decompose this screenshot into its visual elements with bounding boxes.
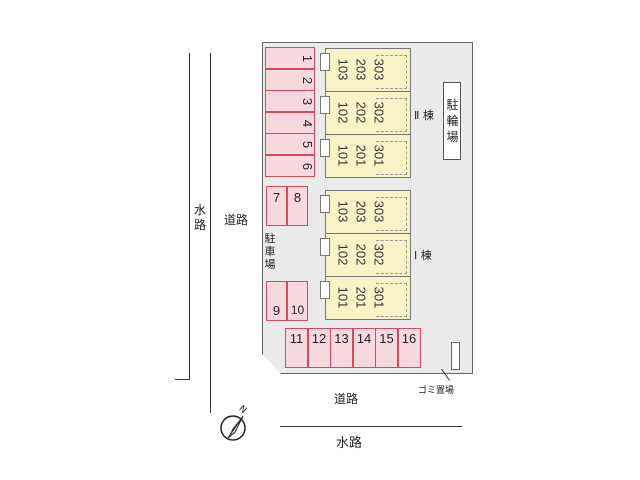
stair-outline xyxy=(376,98,407,132)
stair-outline xyxy=(376,240,407,274)
unit-number: 101 xyxy=(335,286,351,309)
unit-number: 202 xyxy=(353,243,369,266)
stair-outline xyxy=(376,141,407,175)
entrance-marker xyxy=(320,139,330,157)
entrance-marker xyxy=(320,281,330,299)
parking-slot-9[interactable]: 9 xyxy=(266,281,287,321)
entrance-marker xyxy=(320,238,330,256)
parking-slot-3[interactable]: 3 xyxy=(265,90,315,112)
unit-number: 301 xyxy=(371,144,387,167)
parking-slot-1[interactable]: 1 xyxy=(265,47,315,69)
unit-number: 102 xyxy=(335,101,351,124)
parking-label-11: 11 xyxy=(289,331,304,346)
parking-slot-16[interactable]: 16 xyxy=(397,328,421,368)
entrance-marker xyxy=(320,195,330,213)
parking-slot-14[interactable]: 14 xyxy=(352,328,376,368)
building-1-label: Ⅰ 棟 xyxy=(414,249,432,262)
parking-label-1: 1 xyxy=(299,54,315,63)
parking-label-8: 8 xyxy=(293,190,302,205)
entrance-marker xyxy=(320,96,330,114)
unit-number: 303 xyxy=(371,200,387,223)
parking-label-6: 6 xyxy=(299,162,315,170)
car-parking-label: 駐車場 xyxy=(264,232,276,271)
parking-slot-4[interactable]: 4 xyxy=(265,111,315,134)
parking-label-9: 9 xyxy=(272,303,281,318)
parking-label-10: 10 xyxy=(290,303,305,317)
parking-label-3: 3 xyxy=(299,97,315,106)
parking-label-16: 16 xyxy=(401,331,417,346)
parking-slot-6[interactable]: 6 xyxy=(265,154,315,177)
garbage-label: ゴミ置場 xyxy=(418,386,455,396)
parking-label-14: 14 xyxy=(356,331,372,346)
parking-slot-8[interactable]: 8 xyxy=(287,186,308,226)
unit-number: 302 xyxy=(371,101,387,124)
unit-number: 301 xyxy=(371,286,387,309)
north-arrow-icon xyxy=(220,415,246,441)
unit-number: 201 xyxy=(353,144,369,167)
road-bottom-label: 道路 xyxy=(334,392,359,406)
parking-label-7: 7 xyxy=(272,190,281,205)
parking-slot-12[interactable]: 12 xyxy=(307,328,331,368)
waterway-left-bottom-tick xyxy=(175,379,190,380)
parking-label-2: 2 xyxy=(299,76,315,84)
parking-slot-13[interactable]: 13 xyxy=(330,328,353,368)
bicycle-parking-label: 駐輪場 xyxy=(446,98,459,144)
parking-label-15: 15 xyxy=(379,331,394,346)
unit-number: 103 xyxy=(335,200,351,223)
parking-label-4: 4 xyxy=(299,119,315,127)
parking-slot-10[interactable]: 10 xyxy=(287,281,308,321)
parking-slot-11[interactable]: 11 xyxy=(285,328,308,368)
parking-label-5: 5 xyxy=(299,140,315,149)
stair-outline xyxy=(376,283,407,317)
waterway-left-edge xyxy=(189,53,190,380)
entrance-marker xyxy=(320,53,330,71)
garbage-area xyxy=(451,342,460,370)
parking-slot-7[interactable]: 7 xyxy=(266,186,287,226)
parking-slot-15[interactable]: 15 xyxy=(375,328,398,368)
unit-number: 101 xyxy=(335,144,351,167)
parking-slot-2[interactable]: 2 xyxy=(265,68,315,91)
stair-outline xyxy=(376,197,407,231)
parking-slot-5[interactable]: 5 xyxy=(265,133,315,155)
unit-number: 303 xyxy=(371,58,387,81)
stair-outline xyxy=(376,55,407,89)
unit-number: 203 xyxy=(353,58,369,81)
building-2-label: Ⅱ 棟 xyxy=(414,109,434,122)
unit-number: 102 xyxy=(335,243,351,266)
unit-number: 202 xyxy=(353,101,369,124)
bicycle-parking: 駐輪場 xyxy=(443,82,461,160)
unit-number: 201 xyxy=(353,286,369,309)
road-left-label: 道路 xyxy=(224,213,249,227)
road-left-edge xyxy=(210,53,211,413)
parking-label-12: 12 xyxy=(311,331,327,346)
unit-number: 103 xyxy=(335,58,351,81)
parking-label-13: 13 xyxy=(334,331,349,346)
unit-number: 302 xyxy=(371,243,387,266)
waterway-bottom-label: 水路 xyxy=(336,436,363,451)
waterway-bottom-edge xyxy=(280,426,462,427)
unit-number: 203 xyxy=(353,200,369,223)
waterway-left-label: 水路 xyxy=(193,203,206,232)
